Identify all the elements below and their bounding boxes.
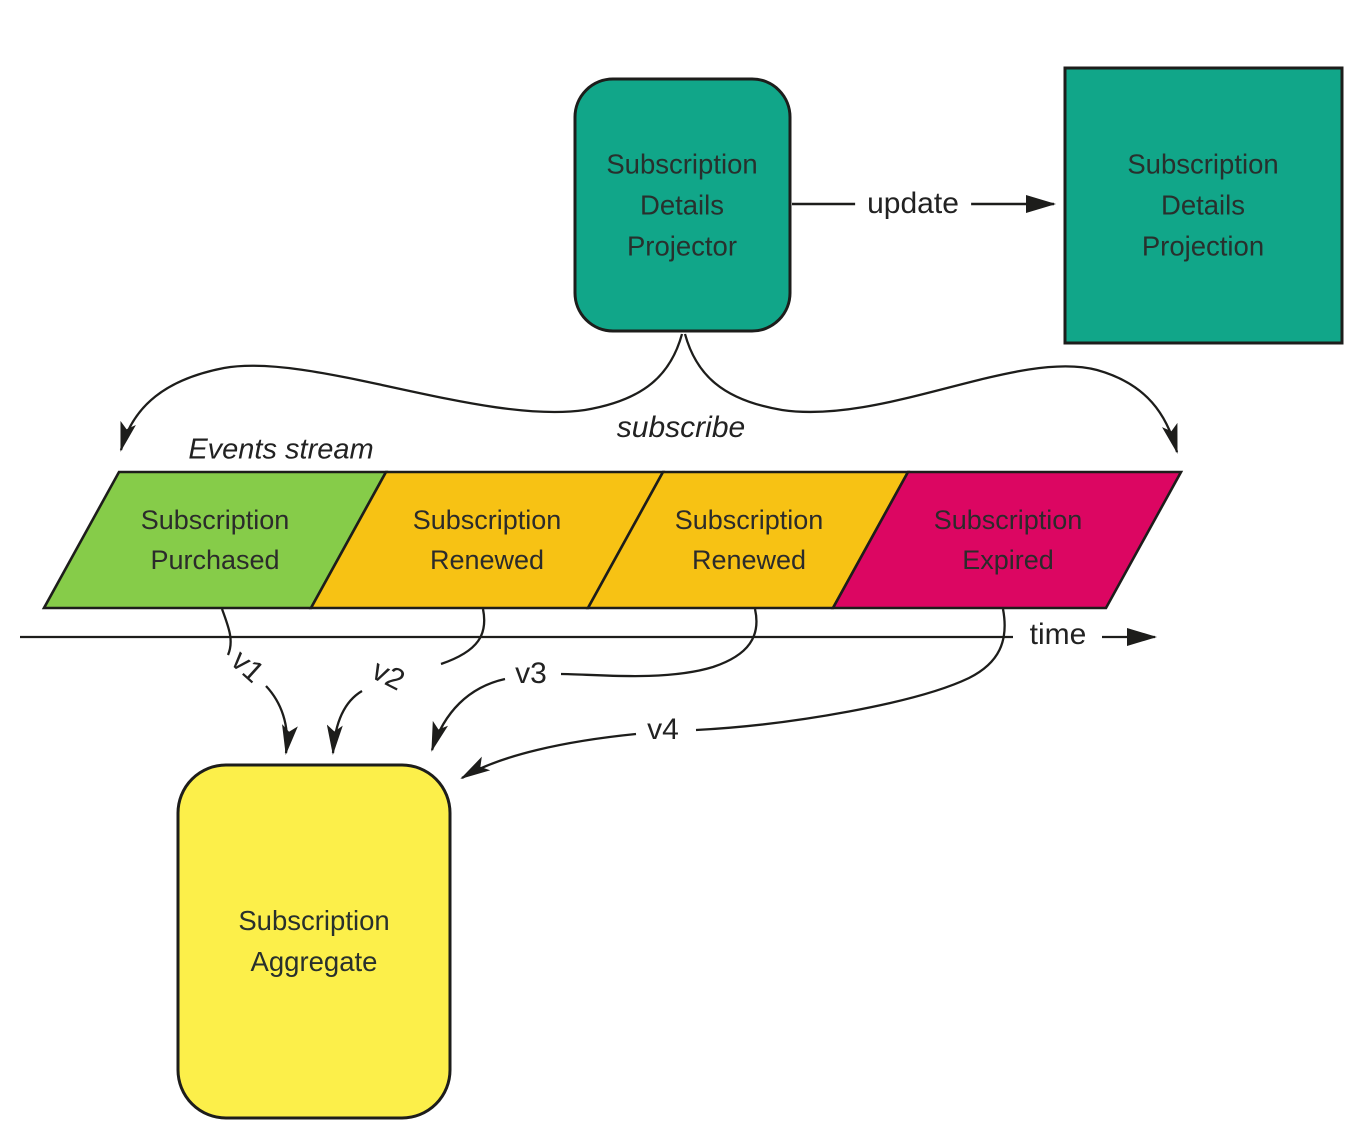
aggregate-box	[176, 763, 452, 1120]
projection-box	[1063, 66, 1344, 345]
event-label-line: Subscription	[674, 505, 824, 535]
event-label-renewed-1: Subscription Renewed	[413, 500, 562, 580]
subscribe-arrow-label: subscribe	[616, 411, 746, 444]
update-arrow-label: update	[855, 187, 971, 221]
time-axis-label: time	[1029, 618, 1087, 651]
version-label-v3: v3	[515, 657, 547, 690]
event-label-renewed-2: Subscription Renewed	[675, 500, 824, 580]
v3-arrow-lower	[430, 677, 506, 752]
event-label-line: Renewed	[691, 545, 807, 575]
projector-label: Subscription Details Projector	[606, 148, 758, 262]
version-label-v4: v4	[647, 713, 679, 746]
subscribe-arrow-left	[119, 333, 684, 452]
aggregate-label: Subscription Aggregate	[238, 905, 390, 977]
event-label-line: Subscription	[933, 505, 1083, 535]
event-label-line: Expired	[962, 545, 1054, 575]
subscribe-arrow-right	[683, 333, 1179, 454]
event-label-expired: Subscription Expired	[934, 500, 1083, 580]
projector-box	[573, 77, 792, 333]
event-label-line: Renewed	[429, 545, 545, 575]
event-parallelogram-expired	[830, 470, 1184, 610]
events-stream-title: Events stream	[188, 433, 374, 466]
v1-arrow-upper	[220, 608, 232, 656]
v1-arrow-lower	[265, 685, 298, 755]
event-label-purchased: Subscription Purchased	[141, 500, 290, 580]
event-label-line: Purchased	[150, 545, 280, 575]
projection-label: Subscription Details Projection	[1127, 148, 1279, 262]
event-label-line: Subscription	[140, 505, 290, 535]
v4-arrow-upper	[695, 608, 1006, 732]
v3-arrow-upper	[560, 608, 758, 678]
v4-arrow-lower	[460, 732, 637, 780]
v2-arrow-lower	[326, 690, 363, 755]
event-label-line: Subscription	[412, 505, 562, 535]
v2-arrow-upper	[440, 608, 486, 666]
